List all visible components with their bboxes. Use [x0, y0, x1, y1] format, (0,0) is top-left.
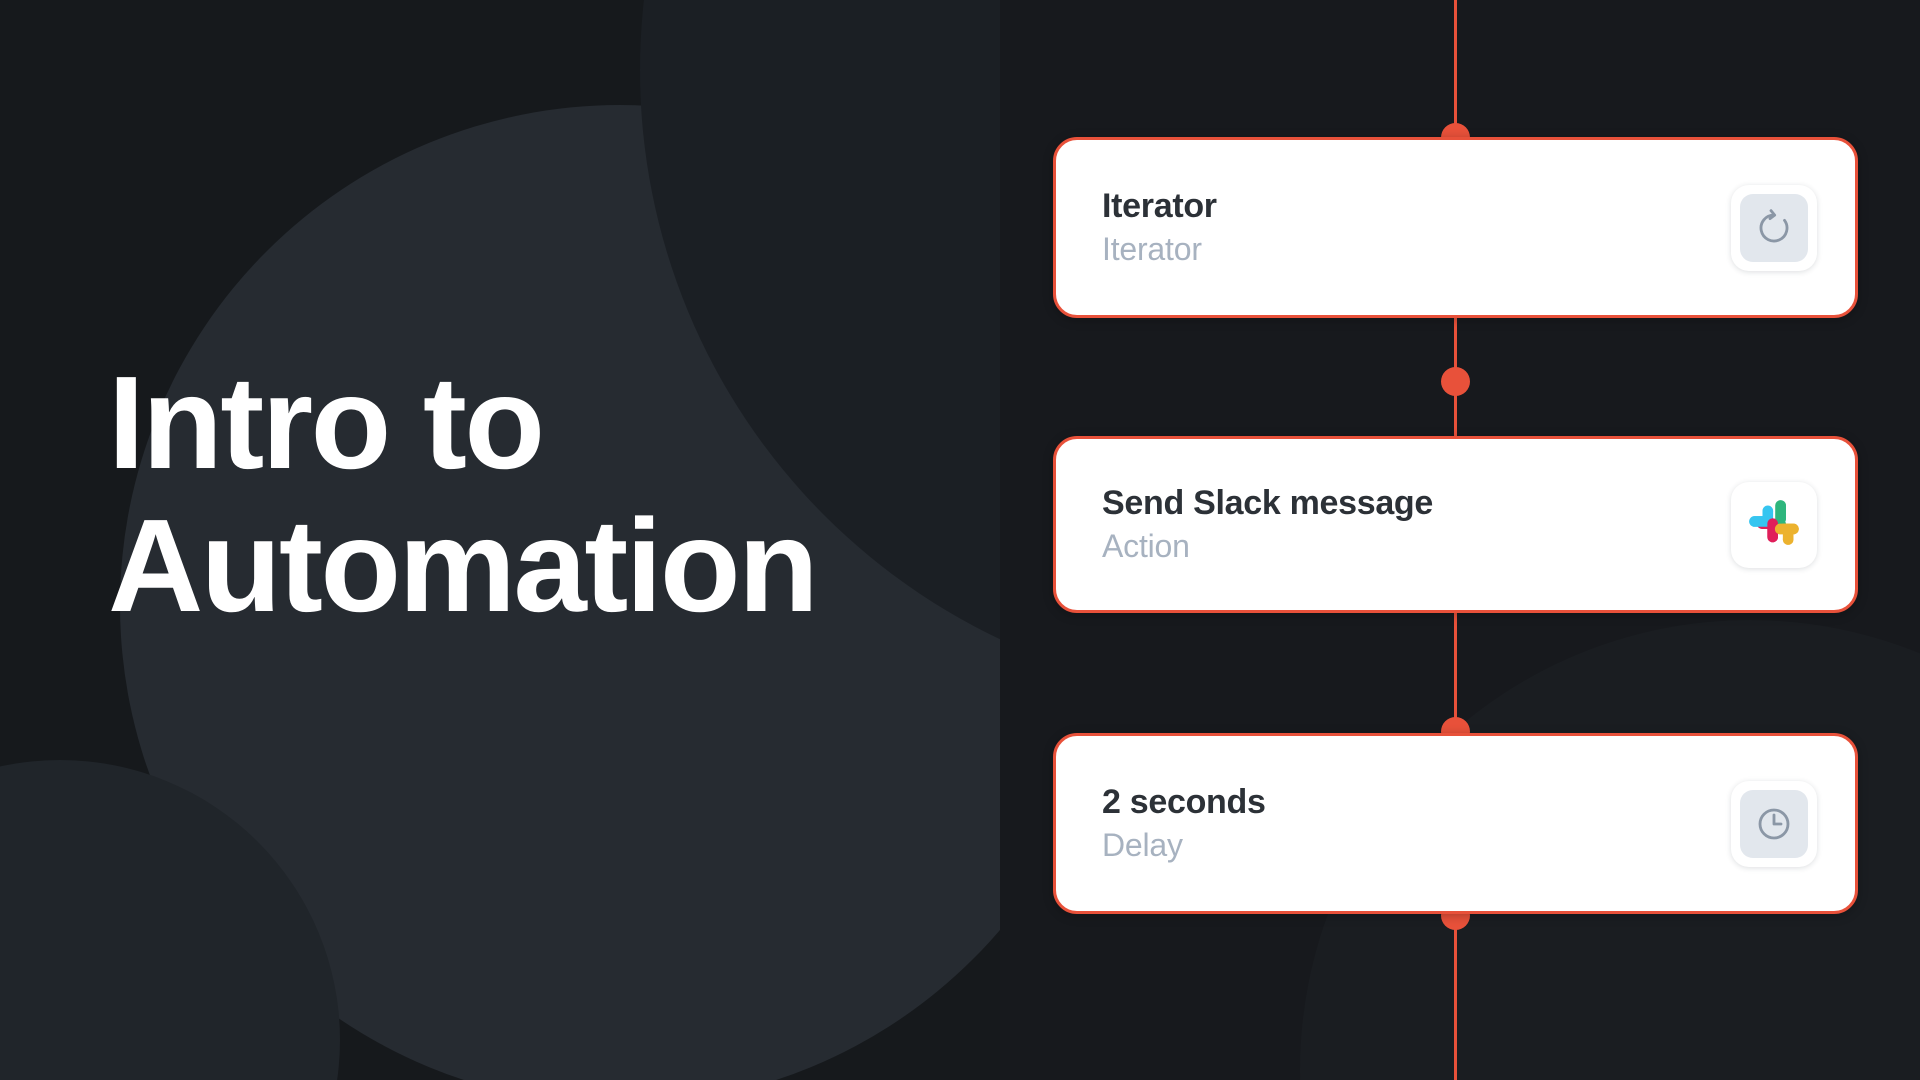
- connector-dot-slack-top: [1441, 367, 1470, 396]
- flow-node-iterator[interactable]: Iterator Iterator: [1053, 137, 1858, 318]
- flow-node-iterator-subtitle: Iterator: [1102, 231, 1202, 268]
- flow-node-slack-icon-tile[interactable]: [1731, 481, 1817, 568]
- loop-icon: [1740, 193, 1808, 262]
- flow-node-delay-title: 2 seconds: [1102, 782, 1266, 821]
- flow-node-slack-title: Send Slack message: [1102, 483, 1434, 522]
- flow-node-iterator-title: Iterator: [1102, 186, 1217, 225]
- flow-node-iterator-text: Iterator Iterator: [1102, 186, 1217, 269]
- flow-node-delay-icon-tile[interactable]: [1731, 780, 1817, 867]
- flow-node-delay-text: 2 seconds Delay: [1102, 782, 1266, 865]
- flow-node-delay-subtitle: Delay: [1102, 827, 1183, 864]
- clock-icon: [1740, 789, 1808, 858]
- slack-icon: [1740, 491, 1808, 559]
- flow-node-delay[interactable]: 2 seconds Delay: [1053, 733, 1858, 914]
- page-title: Intro to Automation: [108, 349, 819, 639]
- flow-node-slack-subtitle: Action: [1102, 528, 1190, 565]
- flow-node-slack[interactable]: Send Slack message Action: [1053, 436, 1858, 613]
- flow-node-slack-text: Send Slack message Action: [1102, 483, 1433, 566]
- flow-node-iterator-icon-tile[interactable]: [1731, 184, 1817, 271]
- automation-flow: Iterator Iterator Send Slack message Act…: [1053, 0, 1858, 1080]
